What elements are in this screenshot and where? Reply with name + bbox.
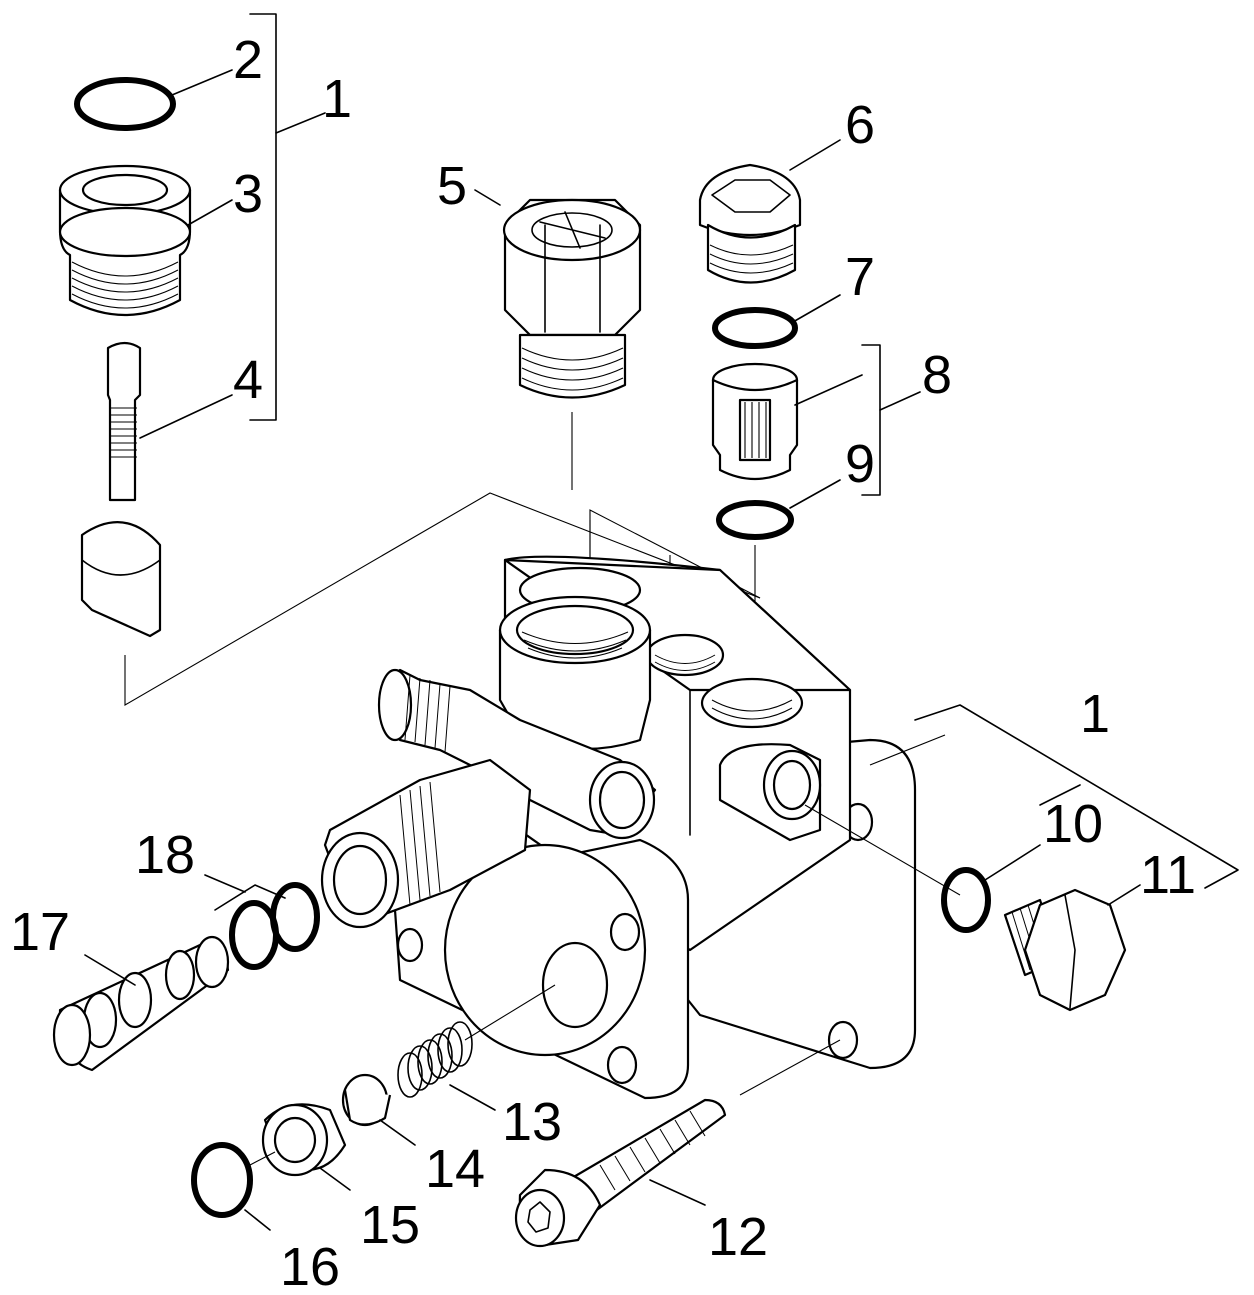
callout-11: 11 [1140,845,1196,905]
callout-5: 5 [437,156,467,216]
callout-3: 3 [233,164,263,224]
callout-6: 6 [845,95,875,155]
callout-9: 9 [845,434,875,494]
part-6-hex-plug [698,139,841,284]
callout-7: 7 [845,247,875,307]
main-pump-housing [320,555,917,1100]
bracket-group-1-right [869,704,1239,889]
part-8-valve-cartridge [711,362,863,480]
part-4-piston-rod [80,341,233,638]
callout-13: 13 [502,1092,562,1152]
callout-2: 2 [233,30,263,90]
part-2-oring [74,69,233,131]
callout-16: 16 [280,1237,340,1295]
callout-12: 12 [708,1207,768,1267]
part-10-oring [804,804,1041,933]
bracket-group-8 [861,344,921,496]
part-11-hex-plug [1003,884,1141,1012]
callout-10: 10 [1043,794,1103,854]
callout-labels: 1 2 3 4 5 6 7 8 9 1 10 11 12 13 14 15 16… [10,30,1196,1295]
callout-15: 15 [360,1195,420,1255]
callout-14: 14 [425,1139,485,1199]
callout-1-right: 1 [1080,684,1110,744]
part-18-oring-pair [204,874,320,970]
callout-4: 4 [233,350,263,410]
part-16-oring [191,1142,276,1231]
part-5-valve-plug [474,189,642,490]
part-13-spring [397,984,556,1111]
callout-1-top: 1 [322,69,352,129]
part-14-valve-disc [341,1073,416,1146]
part-15-valve-seat [261,1103,351,1191]
bracket-group-1-top [249,13,326,421]
callout-8: 8 [922,345,952,405]
part-12-cap-screw [514,1039,841,1248]
part-7-oring [712,294,841,349]
part-17-bypass-valve [52,935,230,1072]
callout-18: 18 [135,825,195,885]
callout-17: 17 [10,902,70,962]
part-3-threaded-insert [58,164,233,316]
